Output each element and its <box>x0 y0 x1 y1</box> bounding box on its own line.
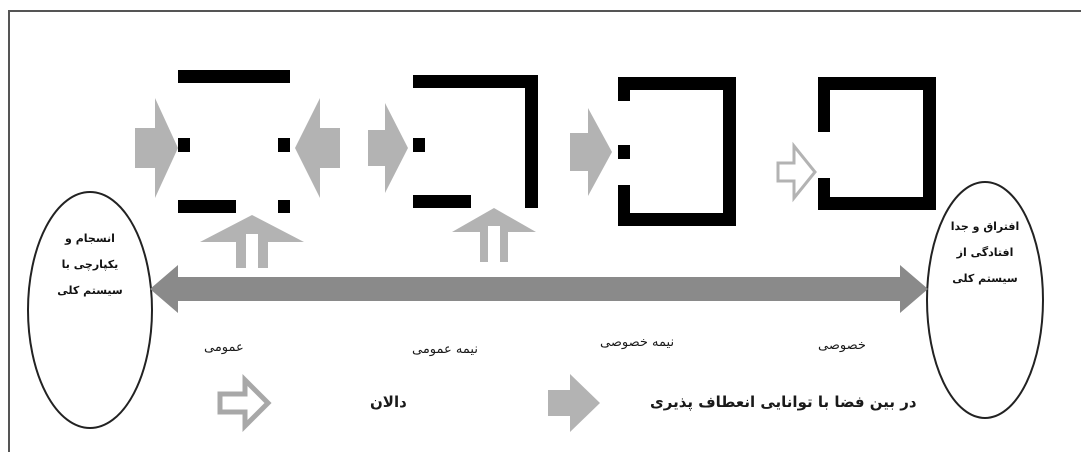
room-public-right-arrow <box>295 98 340 198</box>
room-semi-public-bottom-arrow-hollow <box>488 226 500 262</box>
label-public: عمومی <box>204 340 244 355</box>
room-semi-private-left-arrow <box>570 108 612 196</box>
legend-corridor-arrow-icon <box>217 373 272 433</box>
room-public <box>178 70 290 213</box>
frame-left-border <box>8 10 10 452</box>
room-semi-private <box>618 77 736 226</box>
right-oval-line-3: سیستم کلی <box>952 272 1018 285</box>
room-public-left-arrow <box>135 98 178 198</box>
right-oval-line-2: افتادگی از <box>956 246 1014 259</box>
room-semi-public <box>413 75 538 208</box>
label-private: خصوصی <box>818 338 866 353</box>
room-semi-public-left-arrow <box>368 103 408 193</box>
left-oval-line-3: سیستم کلی <box>57 284 123 297</box>
room-private <box>818 77 936 210</box>
legend-corridor-label: دالان <box>370 393 407 411</box>
left-oval-line-2: یکپارچی با <box>61 258 119 271</box>
room-public-bottom-arrow-hollow <box>246 234 258 268</box>
label-semi-private: نیمه خصوصی <box>600 335 675 350</box>
right-oval <box>926 181 1044 419</box>
left-oval <box>27 191 153 429</box>
right-oval-text: افتراق و جدا افتادگی از سیستم کلی <box>935 214 1035 292</box>
left-oval-line-1: انسجام و <box>65 232 115 245</box>
room-private-left-arrow <box>776 141 817 203</box>
left-oval-text: انسجام و یکپارچی با سیستم کلی <box>40 226 140 304</box>
right-oval-line-1: افتراق و جدا <box>950 220 1020 233</box>
frame-top-border <box>8 10 1081 12</box>
main-double-arrow <box>150 265 928 313</box>
legend-flexible-arrow-icon <box>548 374 600 432</box>
label-semi-public: نیمه عمومی <box>412 342 478 357</box>
legend-flexible-label: در بین فضا با توانایی انعطاف پذیری <box>650 393 917 411</box>
